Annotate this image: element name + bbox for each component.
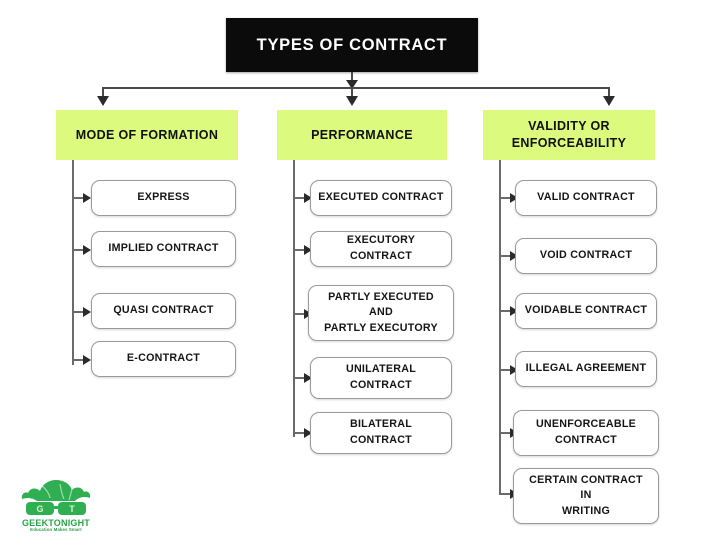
stub-c3-4 (501, 369, 512, 371)
node-express[interactable]: EXPRESS (91, 180, 236, 216)
category-header-validity-or-enforceability: VALIDITY OR ENFORCEABILITY (483, 110, 655, 160)
logo-tagline: Education Makes Smart (30, 527, 82, 532)
branch-arrow-3-icon (603, 96, 615, 106)
category-header-mode-of-formation: MODE OF FORMATION (56, 110, 238, 160)
node-label: UNENFORCEABLE CONTRACT (535, 418, 637, 446)
node-label: CERTAIN CONTRACT IN WRITING (529, 473, 643, 517)
node-bilateral-contract[interactable]: BILATERAL CONTRACT (310, 412, 452, 454)
stub-c1-4 (74, 359, 85, 361)
arrow-c3-1-icon (510, 193, 518, 203)
category-label: PERFORMANCE (311, 127, 413, 142)
branch-drop-1 (102, 87, 104, 103)
branch-arrow-2-icon (346, 96, 358, 106)
spine-column-2 (293, 160, 295, 437)
node-label: VALID CONTRACT (537, 191, 635, 204)
spine-column-3 (499, 160, 501, 495)
arrow-c2-5-icon (304, 428, 312, 438)
node-label: QUASI CONTRACT (113, 304, 214, 317)
node-label: VOID CONTRACT (539, 249, 633, 262)
node-unenforceable-contract[interactable]: UNENFORCEABLE CONTRACT (513, 410, 659, 456)
node-illegal-agreement[interactable]: ILLEGAL AGREEMENT (515, 351, 657, 387)
category-label: MODE OF FORMATION (75, 127, 219, 142)
node-label: IMPLIED CONTRACT (108, 242, 219, 255)
arrow-c2-2-icon (304, 245, 312, 255)
branch-drop-3 (608, 87, 610, 103)
stub-c3-6 (501, 493, 512, 495)
node-label: EXECUTED CONTRACT (318, 191, 444, 204)
svg-text:T: T (69, 504, 75, 514)
arrow-c3-2-icon (510, 251, 518, 261)
logo-wordmark: GEEKTONIGHT (21, 518, 91, 528)
arrow-c1-1-icon (83, 193, 91, 203)
node-label: BILATERAL CONTRACT (349, 418, 412, 446)
node-executory-contract[interactable]: EXECUTORY CONTRACT (310, 231, 452, 267)
stub-c1-3 (74, 311, 85, 313)
node-executed-contract[interactable]: EXECUTED CONTRACT (310, 180, 452, 216)
node-unilateral-contract[interactable]: UNILATERAL CONTRACT (310, 357, 452, 399)
branch-arrow-1-icon (97, 96, 109, 106)
node-e-contract[interactable]: E-CONTRACT (91, 341, 236, 377)
stub-c1-2 (74, 249, 85, 251)
category-header-performance: PERFORMANCE (277, 110, 447, 160)
node-label: EXECUTORY CONTRACT (346, 234, 416, 262)
stub-c2-5 (295, 432, 306, 434)
geektonight-logo[interactable]: G T GEEKTONIGHT Education Makes Smart (12, 478, 100, 534)
node-quasi-contract[interactable]: QUASI CONTRACT (91, 293, 236, 329)
node-label: E-CONTRACT (126, 352, 201, 365)
arrow-c1-4-icon (83, 355, 91, 365)
node-label: VOIDABLE CONTRACT (524, 304, 648, 317)
node-partly-executed-and-partly-executory[interactable]: PARTLY EXECUTED AND PARTLY EXECUTORY (308, 285, 454, 341)
stub-c3-2 (501, 255, 512, 257)
stub-c3-1 (501, 197, 512, 199)
arrow-c3-3-icon (510, 306, 518, 316)
stub-c2-2 (295, 249, 306, 251)
horizontal-connector (102, 87, 610, 89)
stub-c3-3 (501, 310, 512, 312)
stub-c2-1 (295, 197, 306, 199)
spine-column-1 (72, 160, 74, 365)
node-certain-contract-in-writing[interactable]: CERTAIN CONTRACT IN WRITING (513, 468, 659, 524)
category-label: VALIDITY OR ENFORCEABILITY (511, 119, 627, 150)
arrow-c1-3-icon (83, 307, 91, 317)
stub-c2-3 (295, 313, 306, 315)
node-voidable-contract[interactable]: VOIDABLE CONTRACT (515, 293, 657, 329)
sunglasses-logo-icon: G T (21, 480, 91, 515)
arrow-c3-4-icon (510, 365, 518, 375)
arrow-c1-2-icon (83, 245, 91, 255)
node-implied-contract[interactable]: IMPLIED CONTRACT (91, 231, 236, 267)
stub-c1-1 (74, 197, 85, 199)
node-label: UNILATERAL CONTRACT (346, 363, 416, 391)
node-label: PARTLY EXECUTED AND PARTLY EXECUTORY (324, 290, 438, 334)
node-void-contract[interactable]: VOID CONTRACT (515, 238, 657, 274)
stub-c2-4 (295, 377, 306, 379)
arrow-c2-4-icon (304, 373, 312, 383)
branch-drop-2 (351, 87, 353, 103)
trunk-arrow-icon (346, 80, 358, 89)
svg-text:G: G (36, 504, 43, 514)
node-label: ILLEGAL AGREEMENT (525, 362, 647, 375)
diagram-title-box: TYPES OF CONTRACT (226, 18, 478, 72)
diagram-title: TYPES OF CONTRACT (256, 35, 448, 54)
arrow-c2-1-icon (304, 193, 312, 203)
node-valid-contract[interactable]: VALID CONTRACT (515, 180, 657, 216)
node-label: EXPRESS (137, 191, 190, 204)
stub-c3-5 (501, 432, 512, 434)
